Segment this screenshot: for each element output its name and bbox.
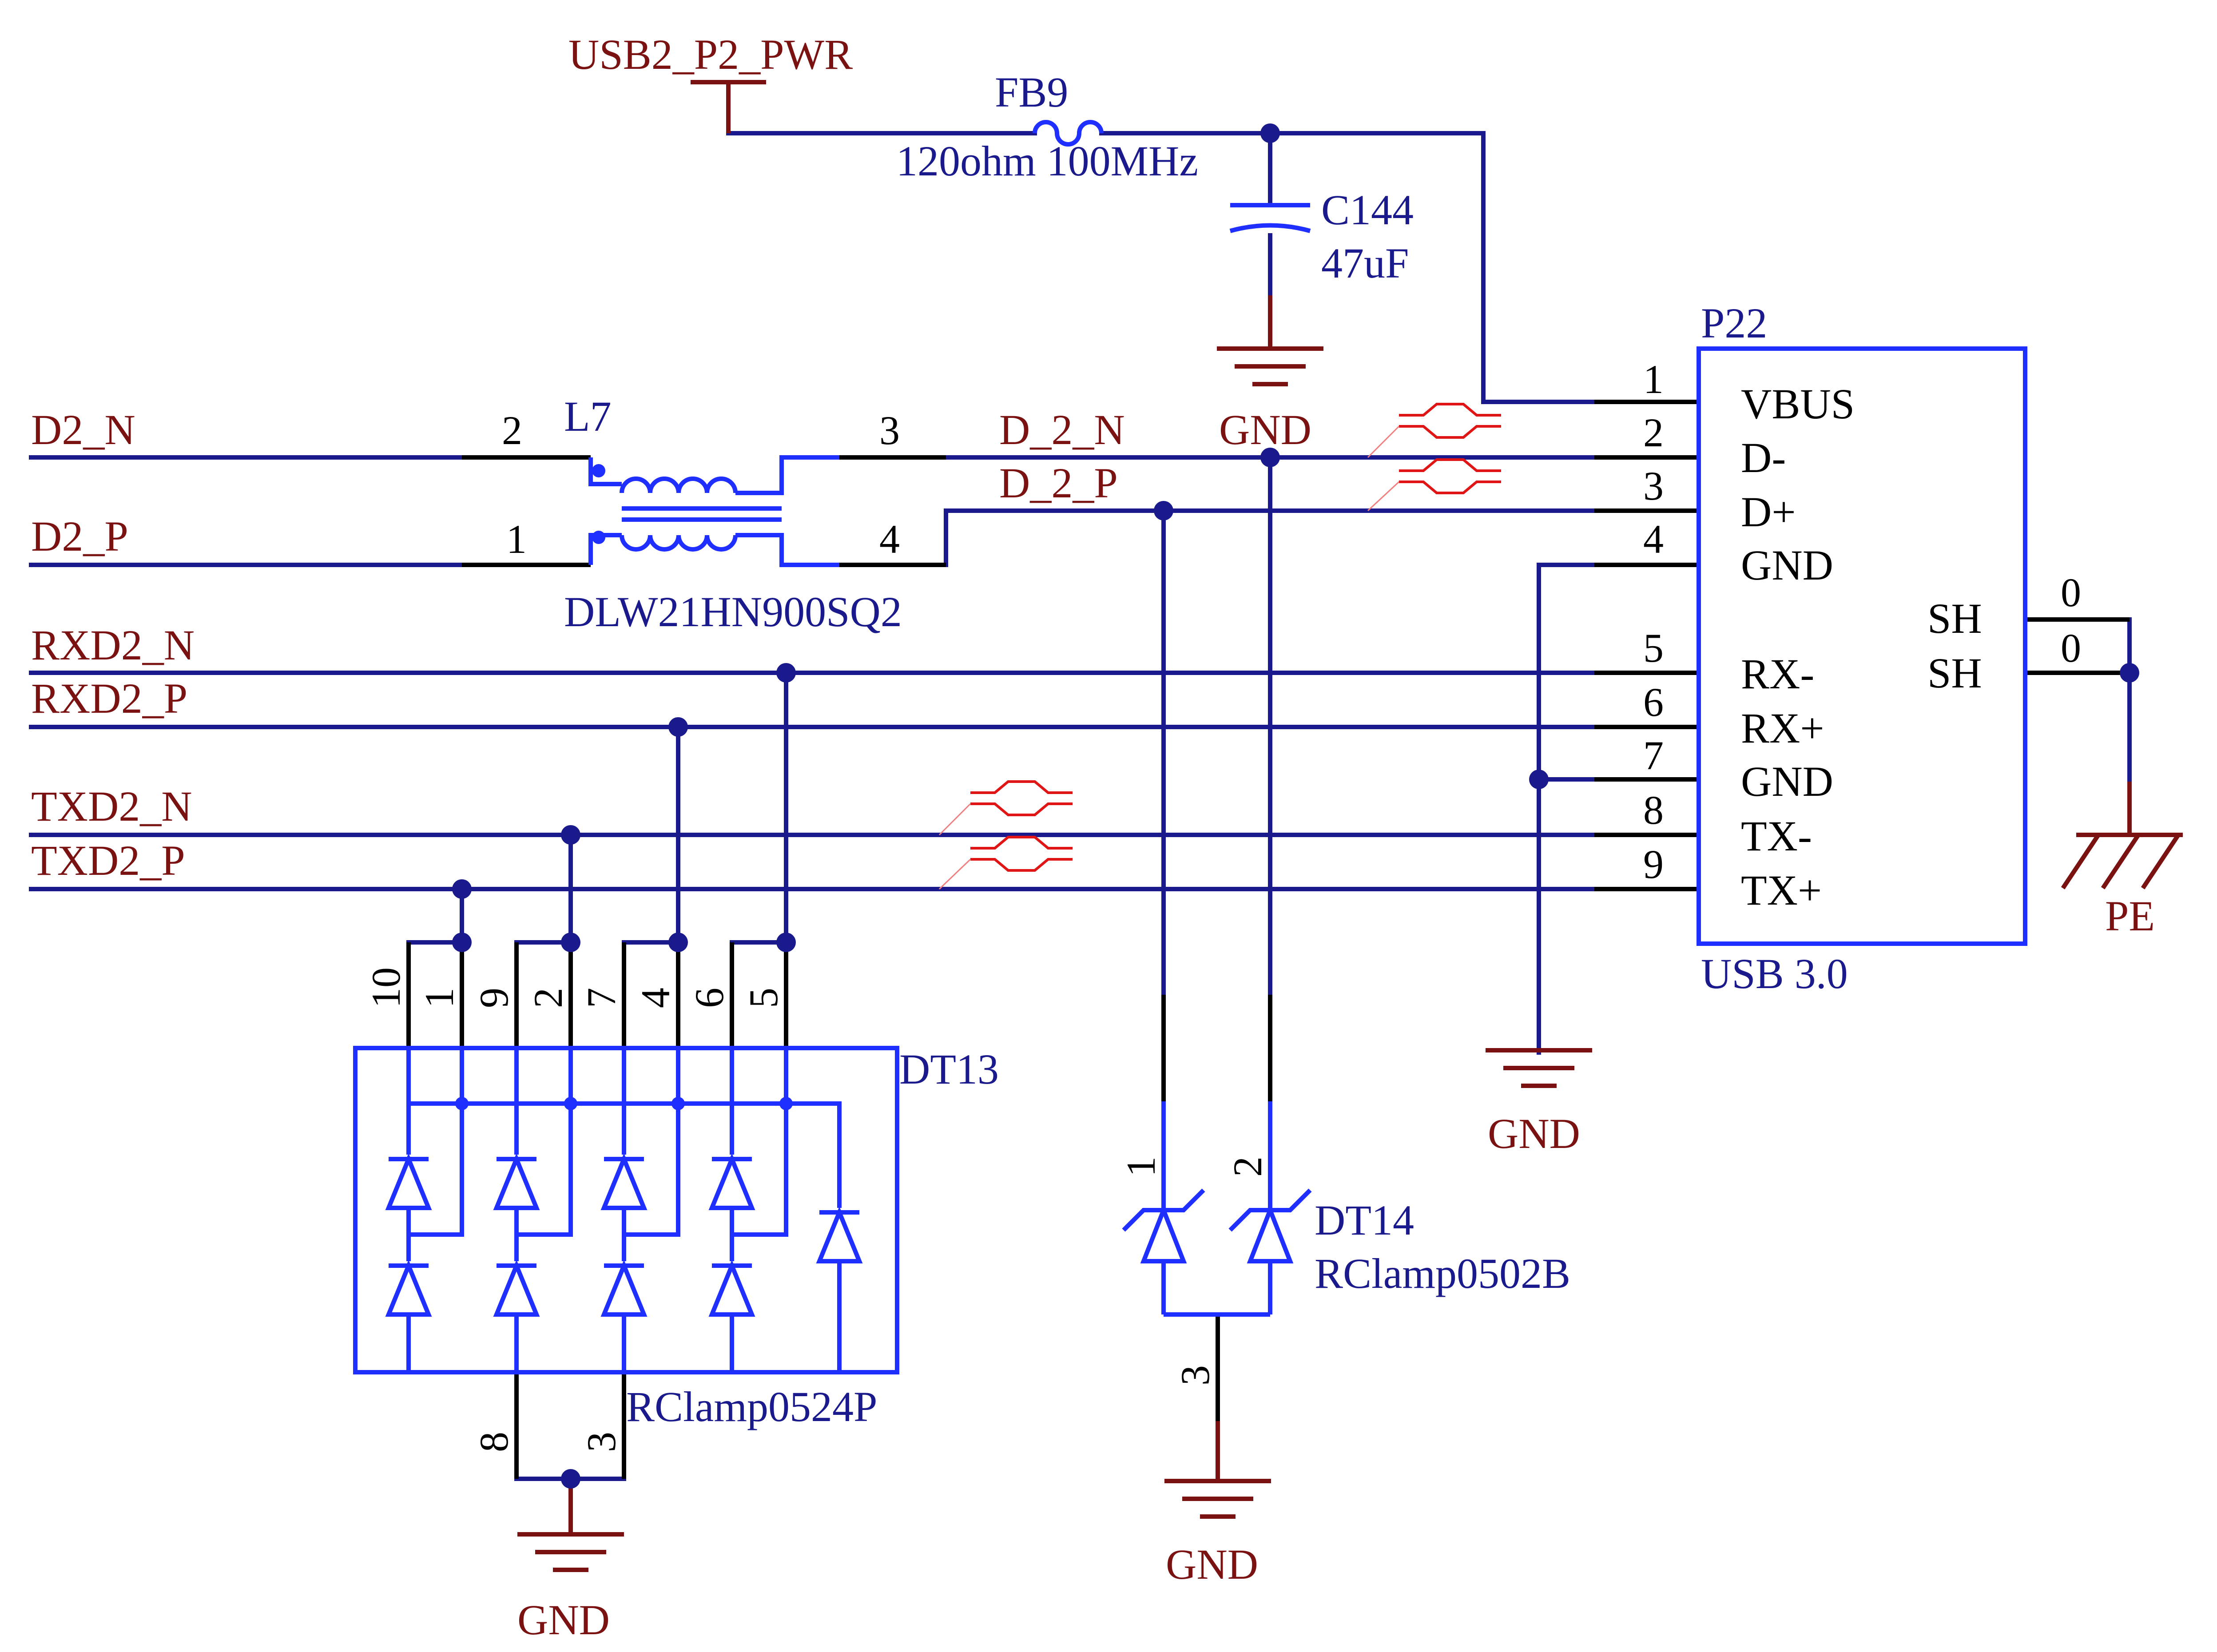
p22-pin-num-4: 4 bbox=[1643, 516, 1664, 562]
p22-value: USB 3.0 bbox=[1701, 950, 1848, 997]
p22-shield-name-1: SH bbox=[1927, 595, 1982, 642]
net-d2-n: D2_N bbox=[31, 406, 135, 453]
net-txd2-p: TXD2_P bbox=[31, 837, 185, 884]
p22-pin-num-2: 2 bbox=[1643, 410, 1664, 455]
dt13-pin-6: 6 bbox=[687, 988, 732, 1008]
ferrite-bead-fb9: FB9 120ohm 100MHz bbox=[896, 68, 1198, 185]
wire-conn-gnd bbox=[1537, 563, 1597, 1055]
dt13-pin-8: 8 bbox=[471, 1432, 517, 1452]
gnd-label-dt14: GND bbox=[1166, 1541, 1258, 1588]
gnd-symbol-dt13: GND bbox=[517, 1479, 624, 1644]
p22-pin-name-gnd4: GND bbox=[1741, 541, 1833, 589]
dt13-diode-upper-1 bbox=[385, 1153, 432, 1261]
dt14-pin-2: 2 bbox=[1225, 1156, 1270, 1177]
dt14-pin-1: 1 bbox=[1118, 1156, 1164, 1177]
l7-value: DLW21HN900SQ2 bbox=[564, 588, 902, 635]
dt13-pin-4: 4 bbox=[633, 988, 678, 1008]
common-mode-choke-l7: L7 DLW21HN900SQ2 2 1 3 4 bbox=[502, 393, 902, 635]
dt13-pin-5: 5 bbox=[741, 988, 786, 1008]
p22-pin-name-dm: D- bbox=[1741, 434, 1786, 481]
p22-pin-name-gnd7: GND bbox=[1741, 758, 1833, 805]
p22-pin-name-rxp: RX+ bbox=[1741, 704, 1824, 752]
wire-d-2-p bbox=[944, 508, 1597, 567]
net-d-2-p: D_2_P bbox=[999, 459, 1118, 507]
fb9-value: 120ohm 100MHz bbox=[896, 137, 1198, 185]
p22-pin-num-8: 8 bbox=[1643, 787, 1664, 833]
l7-pin-2: 2 bbox=[502, 408, 522, 453]
gnd-symbol-dt14: GND bbox=[1164, 1421, 1271, 1588]
dt13-diode-lower-2 bbox=[493, 1259, 540, 1372]
gnd-symbol-connector: GND bbox=[1486, 1048, 1592, 1157]
dt13-pin-10: 10 bbox=[363, 967, 409, 1008]
usb-connector-p22: P22 USB 3.0 1 2 3 4 5 6 7 8 9 VBUS D- D+… bbox=[1643, 299, 2081, 997]
dt13-diode-lower-1 bbox=[385, 1259, 432, 1372]
dt13-pin-9: 9 bbox=[471, 988, 517, 1008]
dt13-value: RClamp0524P bbox=[626, 1383, 877, 1430]
diff-pair-marker-tx bbox=[938, 780, 1073, 890]
p22-pin-name-rxm: RX- bbox=[1741, 650, 1814, 698]
dt14-ref: DT14 bbox=[1315, 1196, 1414, 1244]
dt13-ref: DT13 bbox=[899, 1045, 999, 1093]
net-d-2-n: D_2_N bbox=[999, 406, 1125, 453]
l7-ref: L7 bbox=[564, 393, 612, 440]
dt13-diode-lower-4 bbox=[708, 1259, 755, 1372]
p22-pin-num-3: 3 bbox=[1643, 463, 1664, 508]
capacitor-c144: C144 47uF bbox=[1229, 186, 1414, 287]
p22-pin-num-1: 1 bbox=[1643, 357, 1664, 402]
l7-pin-3: 3 bbox=[879, 408, 900, 453]
fb9-ref: FB9 bbox=[995, 68, 1068, 116]
gnd-symbol-c144: GND bbox=[1217, 295, 1323, 453]
p22-shield-num-2: 0 bbox=[2061, 625, 2081, 671]
p22-pin-name-vbus: VBUS bbox=[1741, 380, 1855, 428]
dt13-pin-2: 2 bbox=[525, 988, 571, 1008]
net-rxd2-n: RXD2_N bbox=[31, 621, 195, 669]
dt14-pin-3: 3 bbox=[1172, 1365, 1218, 1386]
dt13-diode-upper-2 bbox=[493, 1153, 540, 1261]
net-usb2-p2-pwr: USB2_P2_PWR bbox=[568, 31, 853, 78]
p22-shield-name-2: SH bbox=[1927, 649, 1982, 697]
wire-dt13-gnd bbox=[514, 1370, 626, 1481]
dt14-value: RClamp0502B bbox=[1315, 1250, 1570, 1297]
junctions bbox=[452, 123, 2139, 1489]
net-d2-p: D2_P bbox=[31, 512, 128, 560]
dt13-diode-zener bbox=[816, 1206, 863, 1372]
dt13-pin-7: 7 bbox=[579, 988, 624, 1008]
dt13-diode-upper-3 bbox=[600, 1153, 648, 1261]
l7-pin-1: 1 bbox=[506, 516, 527, 562]
pe-label: PE bbox=[2105, 892, 2155, 940]
dt14-diode-1 bbox=[1122, 1101, 1205, 1314]
p22-pin-name-txp: TX+ bbox=[1741, 866, 1822, 914]
gnd-label-c144: GND bbox=[1219, 406, 1311, 453]
dt13-diode-upper-4 bbox=[708, 1153, 755, 1261]
dt14-diode-2 bbox=[1228, 1101, 1312, 1314]
wire-usb-pwr bbox=[726, 84, 1028, 135]
dt13-pin-3: 3 bbox=[579, 1432, 624, 1452]
p22-pin-num-6: 6 bbox=[1643, 679, 1664, 725]
dt13-diode-lower-3 bbox=[600, 1259, 648, 1372]
p22-pin-name-txm: TX- bbox=[1741, 812, 1812, 860]
l7-pin-4: 4 bbox=[879, 516, 900, 562]
wire-vbus bbox=[1099, 131, 1645, 404]
p22-ref: P22 bbox=[1701, 299, 1767, 347]
pin-stubs bbox=[406, 400, 2130, 1479]
p22-pin-num-7: 7 bbox=[1643, 733, 1664, 778]
p22-shield-num-1: 0 bbox=[2061, 570, 2081, 615]
gnd-label-connector: GND bbox=[1488, 1110, 1580, 1157]
diff-pair-marker-d bbox=[1367, 403, 1501, 512]
gnd-label-dt13: GND bbox=[517, 1596, 610, 1644]
net-rxd2-p: RXD2_P bbox=[31, 675, 187, 722]
c144-value: 47uF bbox=[1321, 239, 1409, 287]
tvs-array-dt13: DT13 RClamp0524P bbox=[353, 967, 999, 1452]
net-labels: USB2_P2_PWR D2_N D2_P RXD2_N RXD2_P TXD2… bbox=[31, 31, 1125, 884]
p22-pin-name-dp: D+ bbox=[1741, 488, 1796, 536]
p22-pin-num-9: 9 bbox=[1643, 842, 1664, 887]
c144-ref: C144 bbox=[1321, 186, 1414, 234]
dt13-pin-1: 1 bbox=[417, 988, 462, 1008]
tvs-dt14: DT14 RClamp0502B 1 2 3 bbox=[1118, 1101, 1570, 1386]
p22-pin-num-5: 5 bbox=[1643, 625, 1664, 671]
net-txd2-n: TXD2_N bbox=[31, 782, 192, 830]
pe-earth-symbol: PE bbox=[2061, 782, 2183, 940]
